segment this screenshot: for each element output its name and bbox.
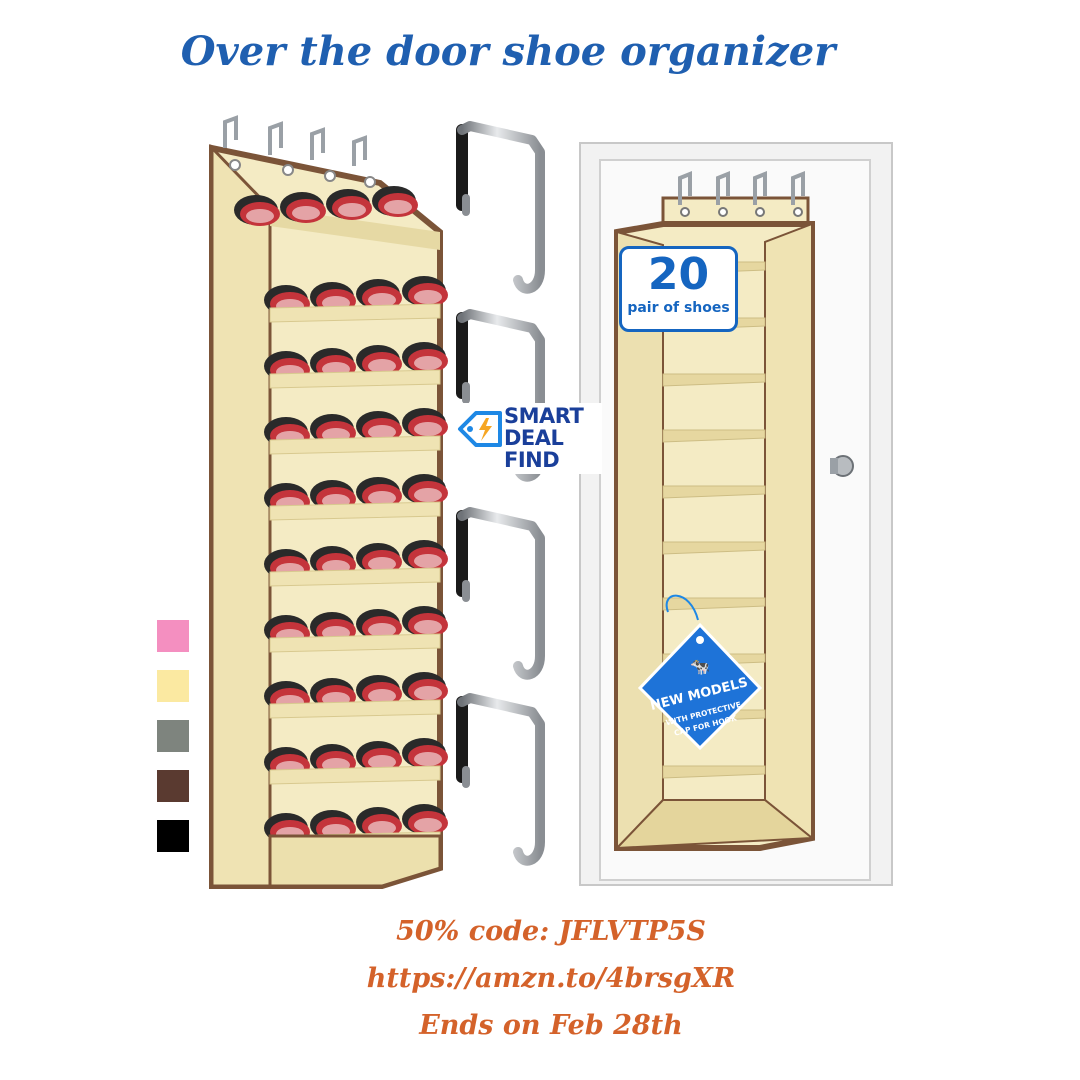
promo-link[interactable]: https://amzn.to/4brsgXR <box>366 963 736 994</box>
logo-line3: FIND <box>504 448 560 472</box>
shoe-capacity-badge: 20 pair of shoes <box>619 246 738 332</box>
door-hooks <box>456 121 545 866</box>
promo-end-date: Ends on Feb 28th <box>419 1010 683 1041</box>
shelf-row <box>264 408 448 455</box>
shelf-row <box>264 540 448 587</box>
logo-line1: SMART <box>504 404 584 428</box>
new-models-tag: 🐄 NEW MODELS WITH PROTECTIVE CAP FOR HOO… <box>637 594 763 751</box>
over-door-hook <box>456 507 545 680</box>
organizer-with-shoes <box>209 115 448 889</box>
over-door-hook <box>456 121 545 294</box>
capacity-label: pair of shoes <box>627 300 730 316</box>
promo-block: 50% code: JFLVTP5S https://amzn.to/4brsg… <box>0 908 1080 1049</box>
smart-deal-find-logo: SMART DEAL FIND <box>448 403 602 474</box>
swatch-beige[interactable] <box>157 670 189 702</box>
shelf-row <box>264 606 448 653</box>
shelf-row <box>264 474 448 521</box>
door-shelf <box>662 485 766 499</box>
door-shelf <box>662 765 766 779</box>
swatch-black[interactable] <box>157 820 189 852</box>
shelf-row <box>264 672 448 719</box>
door-shelf <box>662 373 766 387</box>
door-shelf <box>662 541 766 555</box>
svg-text:🐄: 🐄 <box>690 657 710 676</box>
shelf-row <box>264 342 448 389</box>
door-shelf <box>662 429 766 443</box>
page-title: Over the door shoe organizer <box>180 28 836 75</box>
over-door-hook <box>456 693 545 866</box>
logo-line2: DEAL <box>504 426 564 450</box>
shelf-row <box>234 186 418 226</box>
swatch-brown[interactable] <box>157 770 189 802</box>
price-tag-icon <box>458 411 502 447</box>
shelf-row <box>264 738 448 785</box>
swatch-gray[interactable] <box>157 720 189 752</box>
swatch-pink[interactable] <box>157 620 189 652</box>
shelf-row <box>264 276 448 323</box>
promo-code: 50% code: JFLVTP5S <box>396 916 706 947</box>
capacity-number: 20 <box>647 249 710 300</box>
